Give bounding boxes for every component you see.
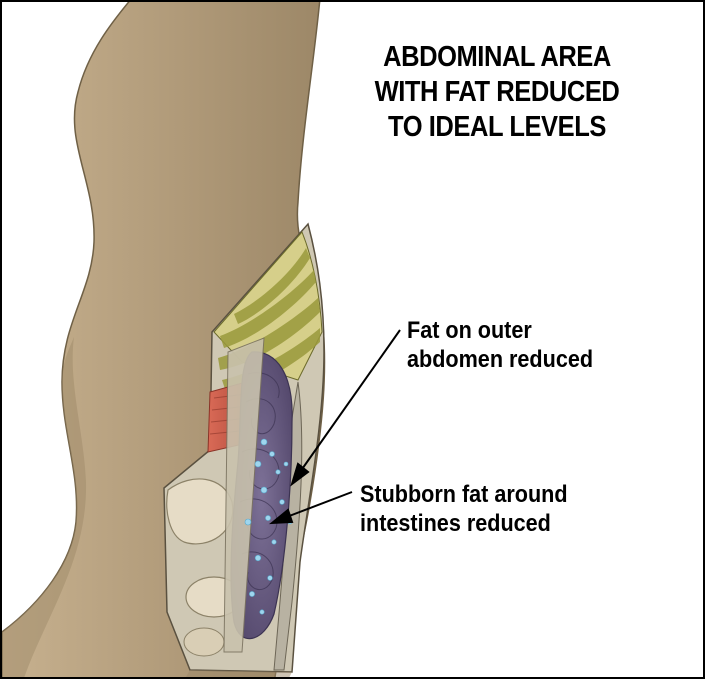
hip-joint-lower xyxy=(184,628,224,656)
callout-intestine-fat-line-1: Stubborn fat around xyxy=(360,480,568,509)
diagram-title: ABDOMINAL AREA WITH FAT REDUCED TO IDEAL… xyxy=(352,40,642,145)
callout-intestine-fat-line-2: intestines reduced xyxy=(360,509,568,538)
callout-outer-fat-line-2: abdomen reduced xyxy=(407,345,593,374)
callout-outer-fat: Fat on outer abdomen reduced xyxy=(407,316,593,374)
title-line-2: WITH FAT REDUCED xyxy=(352,75,642,110)
callout-outer-fat-line-1: Fat on outer xyxy=(407,316,593,345)
title-line-1: ABDOMINAL AREA xyxy=(352,40,642,75)
title-line-3: TO IDEAL LEVELS xyxy=(352,110,642,145)
callout-intestine-fat: Stubborn fat around intestines reduced xyxy=(360,480,568,538)
